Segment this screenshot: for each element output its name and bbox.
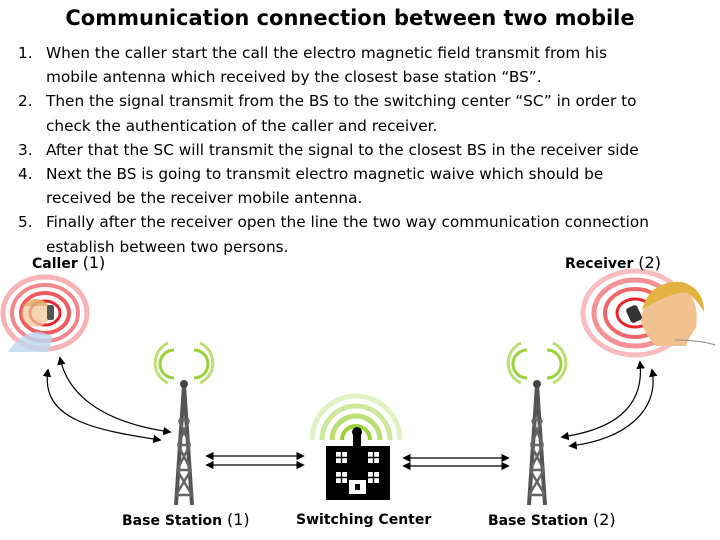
antenna-tower-icon	[506, 341, 568, 506]
double-arrow-icon	[42, 356, 658, 471]
antenna-tower-icon	[153, 341, 215, 506]
step-number: 3.	[18, 140, 33, 159]
step-line: When the caller start the call the elect…	[46, 44, 608, 62]
step-item: 5. Finally after the receiver open the li…	[18, 210, 708, 258]
base-station-1-name: Base Station	[122, 513, 223, 529]
step-number: 5.	[18, 213, 33, 232]
step-line: After that the SC will transmit the sign…	[46, 140, 639, 159]
steps-list: 1. When the caller start the call the ele…	[18, 41, 708, 259]
step-line: Finally after the receiver open the line…	[46, 213, 649, 232]
caller-label-name: Caller	[32, 256, 78, 272]
base-station-2-label: Base Station (2)	[488, 510, 616, 529]
step-number: 4.	[18, 165, 33, 184]
step-line: Then the signal transmit from the BS to …	[46, 92, 637, 111]
caller-label-number: (1)	[82, 253, 106, 272]
step-item: 2. Then the signal transmit from the BS t…	[18, 89, 708, 137]
base-station-1-label: Base Station (1)	[122, 510, 250, 529]
receiver-label-number: (2)	[638, 253, 661, 272]
caller-person-icon	[0, 274, 90, 352]
step-number: 1.	[18, 44, 33, 62]
communication-diagram	[0, 268, 716, 506]
slide-title: Communication connection between two mob…	[65, 6, 635, 30]
step-line: establish between two persons.	[46, 237, 289, 256]
step-line: mobile antenna which received by the clo…	[46, 68, 542, 87]
step-number: 2.	[18, 92, 33, 111]
step-item: 1. When the caller start the call the ele…	[18, 41, 708, 89]
step-item: 3. After that the SC will transmit the si…	[18, 138, 708, 162]
base-station-2-name: Base Station	[488, 513, 589, 529]
step-item: 4. Next the BS is going to transmit elect…	[18, 162, 708, 210]
receiver-label: Receiver (2)	[565, 253, 661, 272]
receiver-person-icon	[580, 268, 716, 358]
base-station-1-number: (1)	[227, 510, 250, 529]
step-line: check the authentication of the caller a…	[46, 116, 438, 135]
step-line: Next the BS is going to transmit electro…	[46, 165, 604, 184]
switching-center-label: Switching Center	[296, 512, 432, 528]
base-station-2-number: (2)	[593, 510, 616, 529]
switching-center-building-icon	[309, 393, 403, 500]
step-line: received be the receiver mobile antenna.	[46, 189, 363, 208]
receiver-label-name: Receiver	[565, 256, 634, 272]
caller-label: Caller (1)	[32, 253, 105, 272]
